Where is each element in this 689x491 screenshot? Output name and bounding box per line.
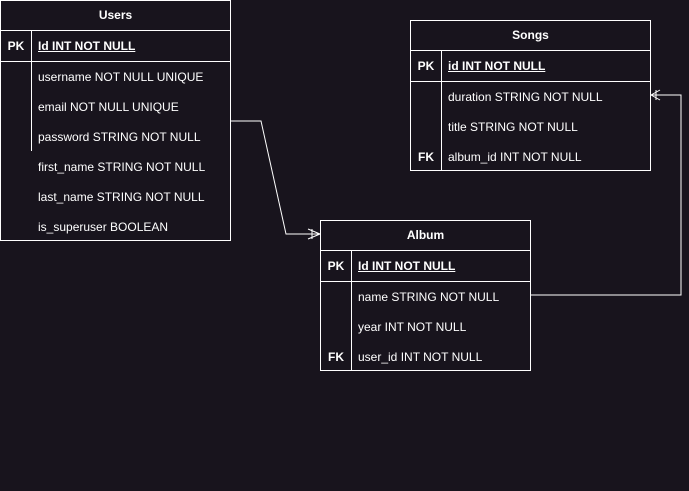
- key-label: [1, 92, 31, 122]
- album-field-user-id: user_id INT NOT NULL: [358, 350, 483, 364]
- key-label: [411, 82, 441, 112]
- key-column-divider: [31, 31, 32, 151]
- songs-entity-title: Songs: [411, 21, 650, 51]
- users-field-row[interactable]: is_superuser BOOLEAN: [1, 212, 230, 242]
- songs-many-end-icon: [650, 89, 661, 101]
- users-field-is-superuser: is_superuser BOOLEAN: [38, 220, 169, 234]
- fk-label: FK: [418, 150, 434, 164]
- songs-field-row[interactable]: FK album_id INT NOT NULL: [411, 142, 650, 172]
- users-entity[interactable]: Users PK Id INT NOT NULL username NOT NU…: [0, 0, 231, 241]
- users-pk-field: Id INT NOT NULL: [38, 39, 136, 53]
- songs-pk-row[interactable]: PK id INT NOT NULL: [411, 51, 650, 82]
- songs-field-title: title STRING NOT NULL: [448, 120, 578, 134]
- users-field-password: password STRING NOT NULL: [38, 130, 201, 144]
- songs-field-duration: duration STRING NOT NULL: [448, 90, 603, 104]
- album-songs-relationship[interactable]: [531, 94, 682, 296]
- key-label: [1, 212, 31, 242]
- album-many-end-icon: [307, 228, 321, 240]
- users-field-row[interactable]: last_name STRING NOT NULL: [1, 182, 230, 212]
- users-field-username: username NOT NULL UNIQUE: [38, 70, 204, 84]
- pk-label: PK: [7, 39, 25, 53]
- users-field-row[interactable]: username NOT NULL UNIQUE: [1, 62, 230, 92]
- key-label: [321, 282, 351, 312]
- key-label: [1, 122, 31, 152]
- key-label: [321, 312, 351, 342]
- users-entity-title: Users: [1, 1, 230, 31]
- album-field-year: year INT NOT NULL: [358, 320, 467, 334]
- album-entity[interactable]: Album PK Id INT NOT NULL name STRING NOT…: [320, 220, 531, 371]
- users-field-email: email NOT NULL UNIQUE: [38, 100, 179, 114]
- key-label: [1, 182, 31, 212]
- album-entity-title: Album: [321, 221, 530, 251]
- album-field-row[interactable]: name STRING NOT NULL: [321, 282, 530, 312]
- songs-entity[interactable]: Songs PK id INT NOT NULL duration STRING…: [410, 20, 651, 171]
- key-label: [1, 152, 31, 182]
- users-field-row[interactable]: email NOT NULL UNIQUE: [1, 92, 230, 122]
- songs-field-row[interactable]: duration STRING NOT NULL: [411, 82, 650, 112]
- users-album-relationship[interactable]: [231, 120, 320, 235]
- album-field-name: name STRING NOT NULL: [358, 290, 500, 304]
- songs-field-album-id: album_id INT NOT NULL: [448, 150, 582, 164]
- key-label: [1, 62, 31, 92]
- users-field-last-name: last_name STRING NOT NULL: [38, 190, 205, 204]
- key-label: [411, 112, 441, 142]
- users-pk-row[interactable]: PK Id INT NOT NULL: [1, 31, 230, 62]
- fk-label: FK: [328, 350, 344, 364]
- album-pk-row[interactable]: PK Id INT NOT NULL: [321, 251, 530, 282]
- pk-label: PK: [327, 259, 345, 273]
- pk-label: PK: [417, 59, 435, 73]
- album-pk-field: Id INT NOT NULL: [358, 259, 456, 273]
- users-field-row[interactable]: password STRING NOT NULL: [1, 122, 230, 152]
- users-field-row[interactable]: first_name STRING NOT NULL: [1, 152, 230, 182]
- album-field-row[interactable]: year INT NOT NULL: [321, 312, 530, 342]
- songs-pk-field: id INT NOT NULL: [448, 59, 546, 73]
- key-column-divider: [441, 51, 442, 171]
- key-column-divider: [351, 251, 352, 371]
- songs-field-row[interactable]: title STRING NOT NULL: [411, 112, 650, 142]
- album-field-row[interactable]: FK user_id INT NOT NULL: [321, 342, 530, 372]
- users-field-first-name: first_name STRING NOT NULL: [38, 160, 206, 174]
